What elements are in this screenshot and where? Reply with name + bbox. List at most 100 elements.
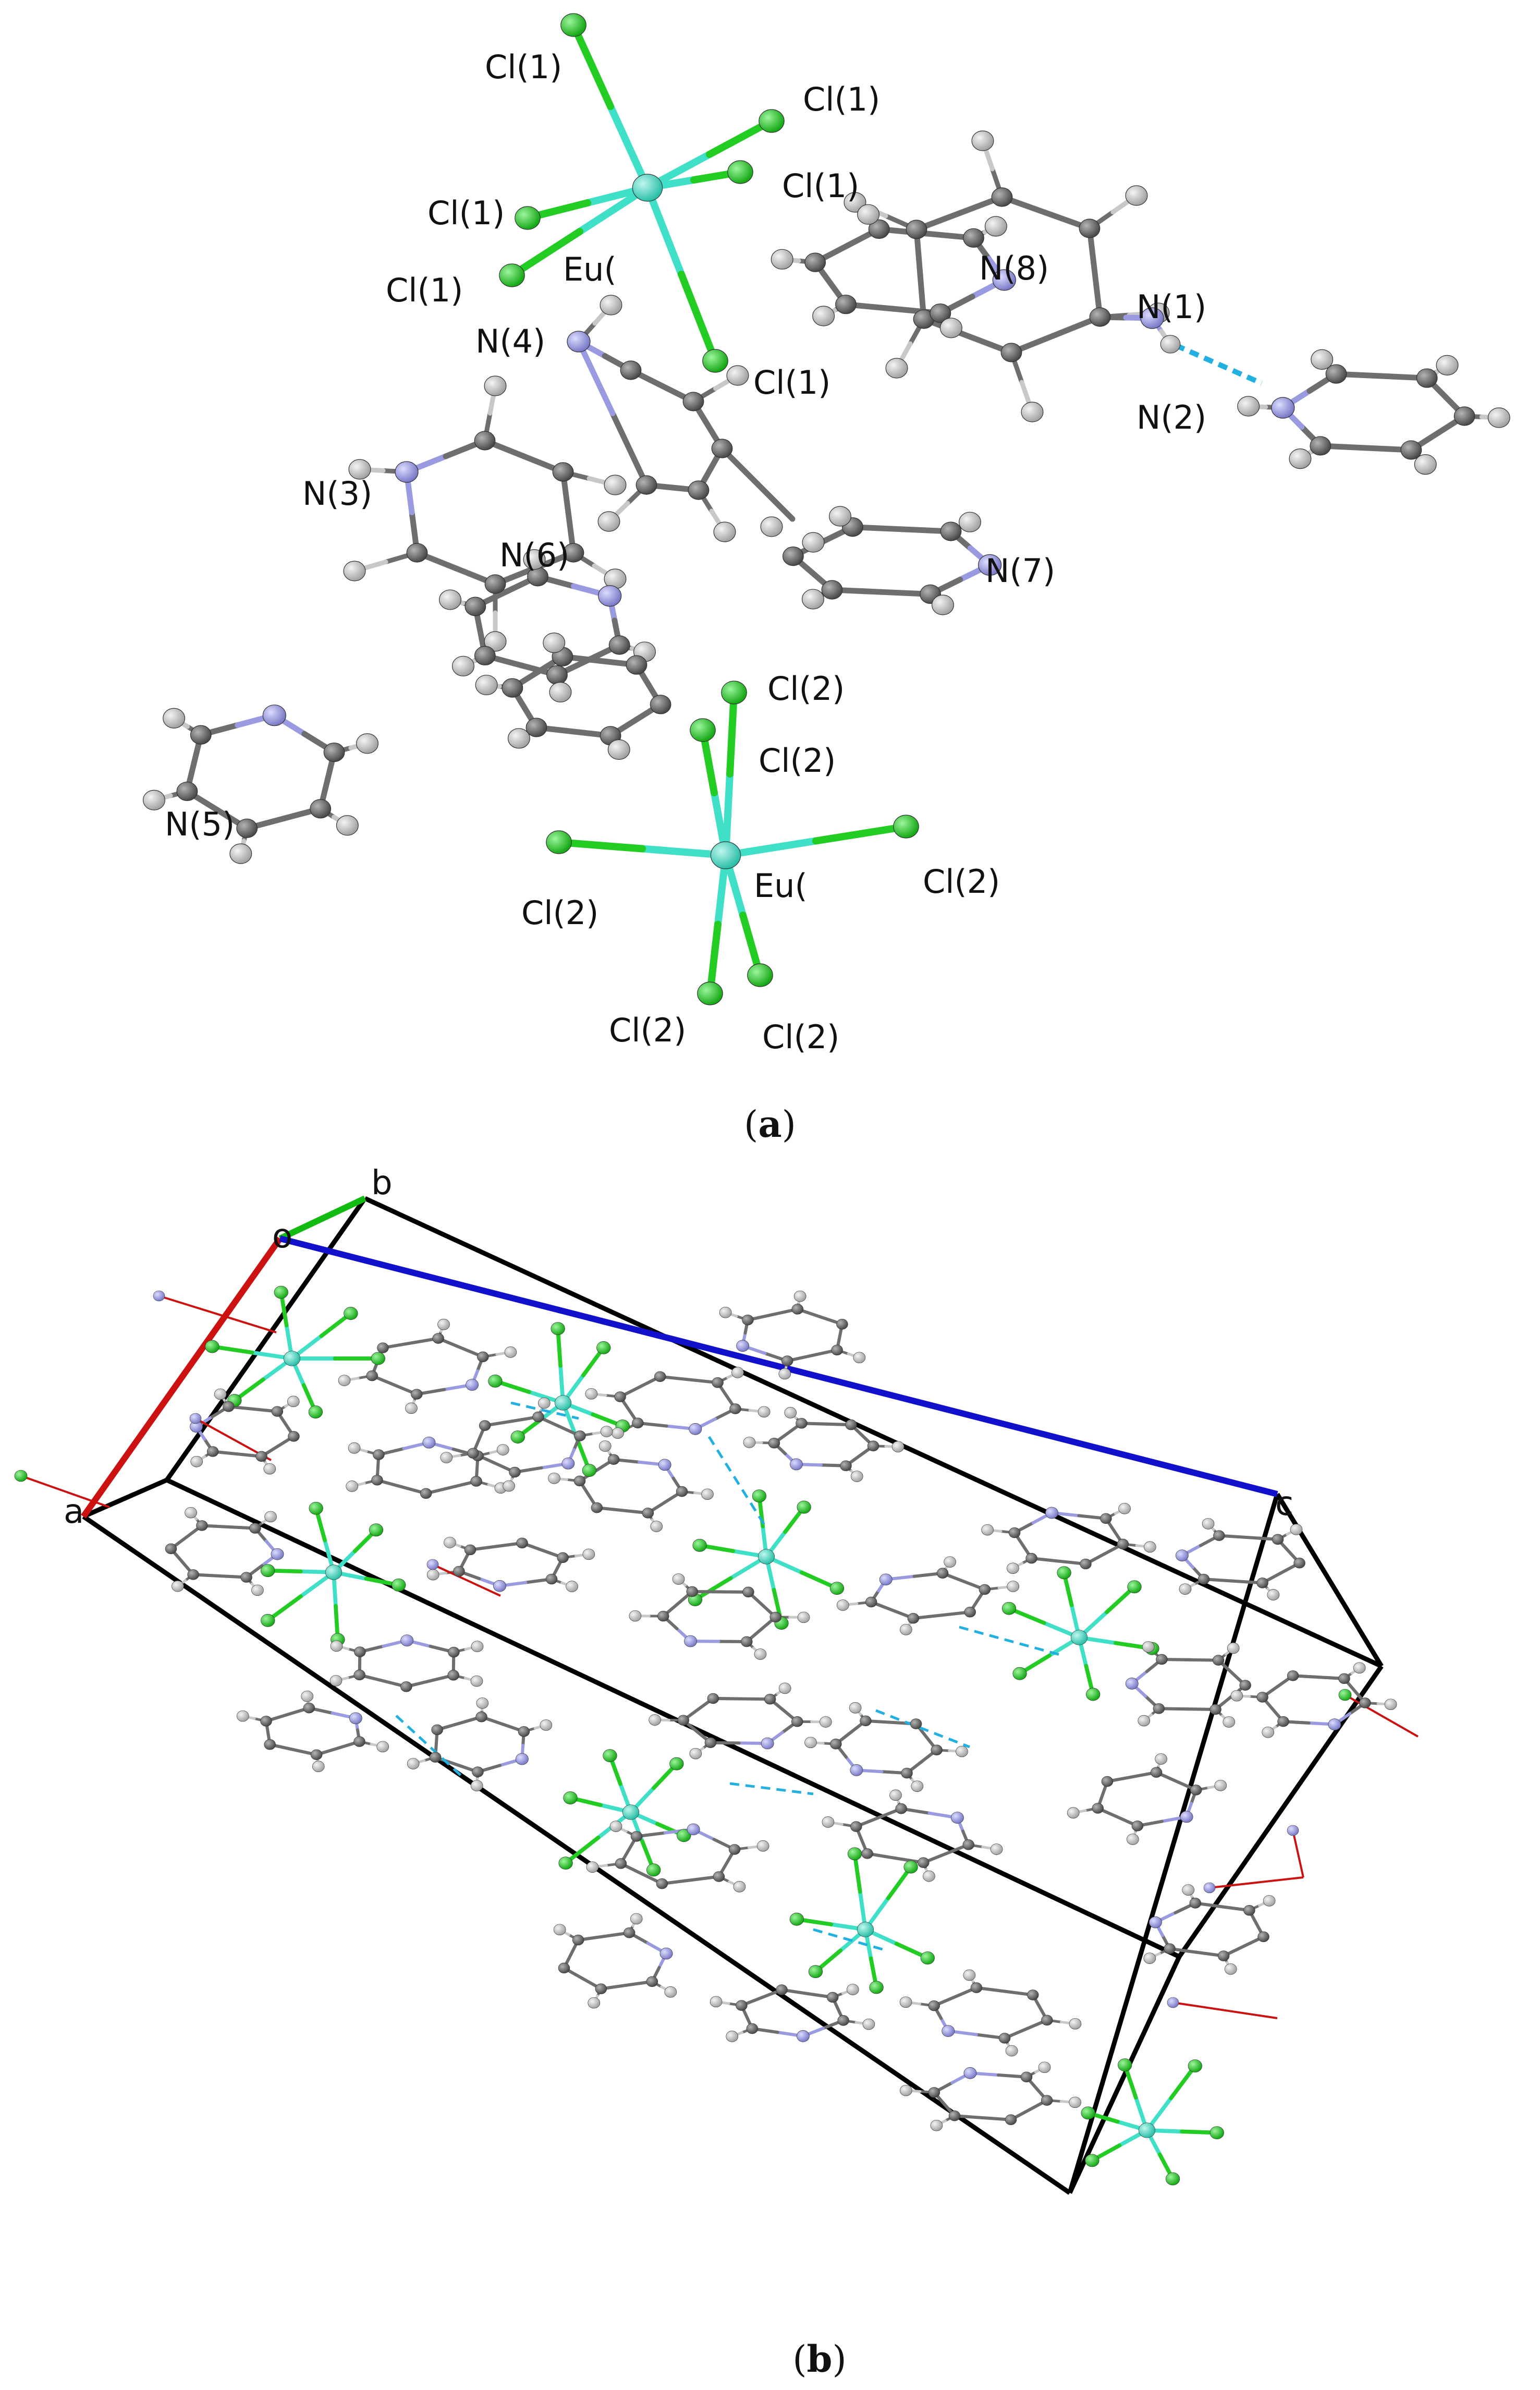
c-atom [1189,1898,1202,1909]
h-atom [471,1641,484,1652]
h-atom [629,1610,642,1622]
n-atom [879,1573,893,1586]
c-atom [1239,1680,1251,1691]
h-atom [1038,2061,1051,2073]
label-cl2-bottom-left: Cl(2) [609,1011,686,1049]
c-atom [373,1449,385,1460]
unit-cell-edge [1067,1956,1182,2194]
hydrogen-bond [813,1928,887,1952]
c-atom [782,547,804,566]
cl-atom [702,349,728,373]
c-atom [196,1520,208,1531]
axis-label-origin: o [272,1217,292,1256]
c-atom [1005,2114,1017,2125]
c-atom [432,1333,444,1344]
axis-c-line [279,1235,1278,1497]
h-atom [1487,407,1510,428]
h-atom [1155,1753,1167,1765]
label-cl1-top: Cl(1) [485,48,562,86]
h-atom [713,521,736,542]
c-atom [558,1962,570,1974]
h-atom [1118,1502,1131,1514]
c-atom [470,1476,482,1487]
unit-cell-edge [165,1197,367,1482]
cl-atom [596,1341,611,1354]
unit-cell-edge [364,1196,1383,1669]
h-atom [672,1573,685,1585]
h-atom [548,1472,560,1484]
h-atom [438,589,461,610]
cl-atom [690,718,716,742]
contact-line [1345,1694,1419,1738]
c-atom [479,1420,491,1431]
c-atom [467,1448,479,1459]
cl-atom [369,1523,384,1537]
n-atom [153,1290,165,1302]
c-atom [1079,219,1101,238]
bond [726,689,738,778]
n-atom [400,1634,414,1647]
c-atom [518,1726,530,1737]
c-atom [1101,1776,1114,1787]
h-atom [549,682,572,702]
c-atom [502,678,523,698]
h-atom [504,1346,517,1358]
h-atom [287,1396,300,1408]
h-atom [963,1969,976,1981]
c-atom [860,1715,872,1727]
c-atom [940,521,962,541]
cl-atom [797,1500,811,1514]
c-atom [746,2023,759,2034]
h-atom [1069,2018,1082,2030]
c-atom [826,1992,839,2003]
h-atom [899,2084,912,2096]
h-atom [701,1488,714,1500]
h-atom [891,1441,905,1452]
label-cl2-right: Cl(2) [923,863,1000,901]
n-atom [515,1753,529,1765]
c-atom [1256,1578,1268,1588]
label-cl1-bottom: Cl(1) [753,363,830,402]
cl-atom [515,206,541,230]
c-atom [595,1983,607,1994]
h-atom [343,561,366,581]
c-atom [484,574,506,594]
eu-atom [632,174,663,202]
c-atom [1359,1697,1371,1708]
h-atom [981,1524,994,1536]
label-n3: N(3) [302,475,372,513]
c-atom [1287,1670,1299,1681]
h-atom [172,1580,184,1592]
c-atom [646,1976,658,1987]
caption-b: (b) [792,2337,847,2381]
n-atom [790,1458,803,1471]
n-atom [262,705,286,726]
h-atom [264,1511,277,1523]
c-atom [850,1821,862,1832]
c-atom [353,1736,365,1747]
n-atom [736,1340,750,1352]
c-atom [552,462,574,482]
h-atom [476,1697,489,1709]
panel-b-unit-cell-packing: o b a c (b) [14,1164,1419,2381]
eu-atom [1070,1630,1088,1645]
c-atom [431,1724,443,1736]
h-atom [597,511,620,532]
h-atom [885,358,908,379]
h-atom [829,506,852,527]
c-atom [1243,1905,1255,1916]
h-atom [771,249,793,270]
h-atom [329,1675,343,1687]
h-atom [600,295,622,316]
c-atom [928,2087,940,2098]
cl-atom [869,1981,884,1994]
cl-atom [727,160,753,184]
c-atom [165,1543,177,1555]
axis-b-line [278,1195,366,1242]
h-atom [405,1402,418,1414]
c-atom [626,655,647,675]
h-atom [336,815,359,836]
h-atom [757,1406,771,1418]
label-n4: N(4) [475,322,545,360]
cl-atom [392,1579,406,1592]
